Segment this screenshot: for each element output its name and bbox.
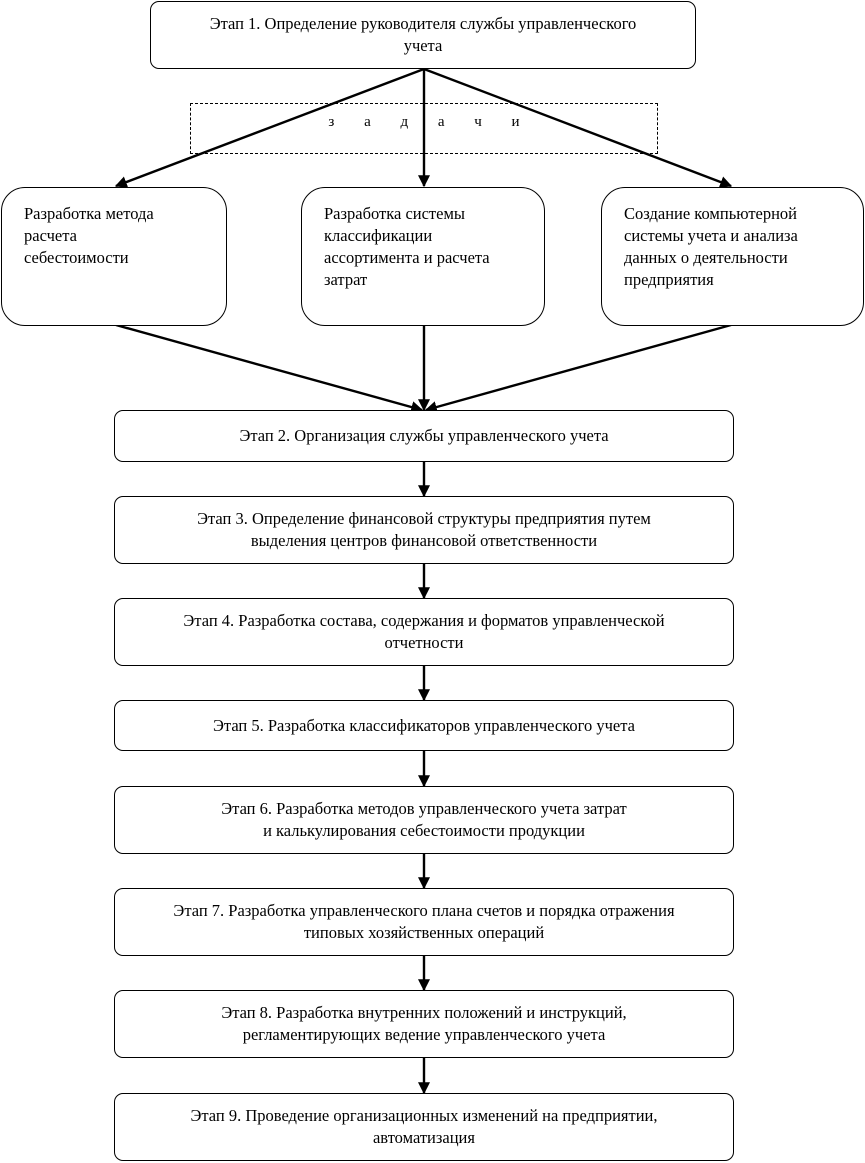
arrow-stage1-to-task-left: [114, 67, 425, 188]
stage-8-text-line2: регламентирующих ведение управленческого…: [242, 1025, 606, 1044]
stage-9-box: Этап 9. Проведение организационных измен…: [114, 1093, 734, 1161]
stage-4-box: Этап 4. Разработка состава, содержания и…: [114, 598, 734, 666]
arrow-task-right-to-stage2: [424, 323, 732, 413]
task-cost-method-box: Разработка метода расчета себестоимости: [1, 187, 227, 326]
stage-6-text-line2: и калькулирования себестоимости продукци…: [263, 821, 585, 840]
stage-1-box: Этап 1. Определение руководителя службы …: [150, 1, 696, 69]
task-center-line3: ассортимента и расчета: [324, 248, 490, 267]
stage-9-text-line1: Этап 9. Проведение организационных измен…: [190, 1106, 658, 1125]
arrow-stage1-to-task-right: [423, 67, 733, 188]
task-right-line4: предприятия: [624, 270, 714, 289]
stage-7-text-line1: Этап 7. Разработка управленческого плана…: [173, 901, 675, 920]
task-center-line4: затрат: [324, 270, 368, 289]
stage-4-text-line2: отчетности: [384, 633, 464, 652]
stage-3-text-line1: Этап 3. Определение финансовой структуры…: [197, 509, 651, 528]
stage-5-box: Этап 5. Разработка классификаторов управ…: [114, 700, 734, 751]
stage-7-text-line2: типовых хозяйственных операций: [303, 923, 545, 942]
stage-9-text-line2: автоматизация: [372, 1128, 475, 1147]
stage-8-text-line1: Этап 8. Разработка внутренних положений …: [221, 1003, 627, 1022]
tasks-label: з а д а ч и: [328, 114, 533, 130]
stage-6-box: Этап 6. Разработка методов управленческо…: [114, 786, 734, 854]
stage-3-box: Этап 3. Определение финансовой структуры…: [114, 496, 734, 564]
stage-5-text-line1: Этап 5. Разработка классификаторов управ…: [213, 715, 635, 735]
task-left-line2: расчета: [24, 226, 77, 245]
arrow-task-left-to-stage2: [115, 323, 424, 413]
stage-2-text-line1: Этап 2. Организация службы управленческо…: [239, 426, 609, 445]
stage-4-text-line1: Этап 4. Разработка состава, содержания и…: [183, 611, 665, 630]
task-classification-box: Разработка системы классификации ассорти…: [301, 187, 545, 326]
stage-2-box: Этап 2. Организация службы управленческо…: [114, 410, 734, 462]
stage-6-text-line1: Этап 6. Разработка методов управленческо…: [221, 799, 627, 818]
task-left-line1: Разработка метода: [24, 204, 154, 223]
task-left-line3: себестоимости: [24, 248, 129, 267]
stage-3-text-line2: выделения центров финансовой ответственн…: [250, 531, 598, 550]
task-center-line2: классификации: [324, 226, 433, 245]
stage-8-box: Этап 8. Разработка внутренних положений …: [114, 990, 734, 1058]
task-computer-system-box: Создание компьютерной системы учета и ан…: [601, 187, 864, 326]
task-right-line1: Создание компьютерной: [624, 204, 798, 223]
task-center-line1: Разработка системы: [324, 204, 465, 223]
task-right-line3: данных о деятельности: [624, 248, 788, 267]
stage-7-box: Этап 7. Разработка управленческого плана…: [114, 888, 734, 956]
stage-1-text-line1: Этап 1. Определение руководителя службы …: [209, 14, 637, 33]
stage-1-text-line2: учета: [403, 36, 443, 55]
task-right-line2: системы учета и анализа: [624, 226, 798, 245]
tasks-dashed-frame: [190, 103, 658, 154]
